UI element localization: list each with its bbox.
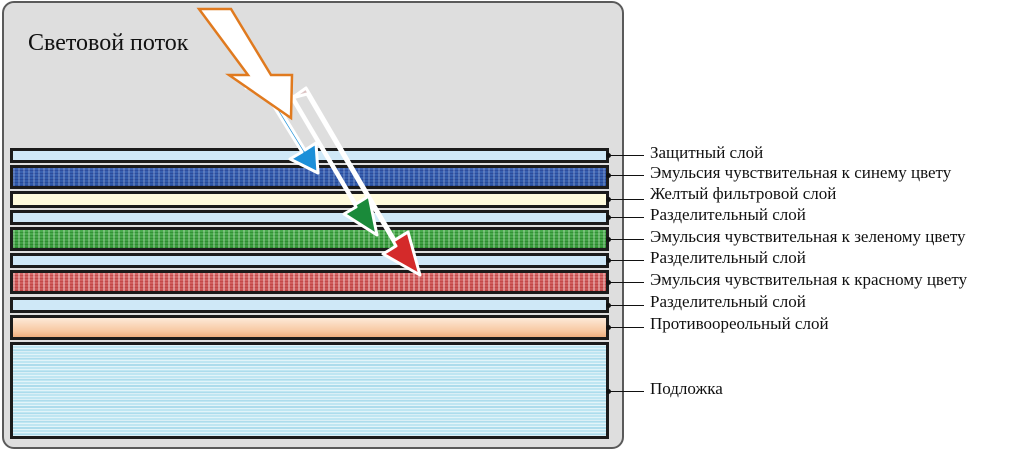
leader-dot-sep3	[606, 303, 611, 308]
layer-antihalation	[10, 315, 609, 340]
red-ray-arrow	[290, 86, 422, 277]
label-separator-2: Разделительный слой	[650, 248, 806, 267]
leader-line-sep1	[609, 217, 644, 218]
leader-line-sep2	[609, 260, 644, 261]
leader-dot-sep2	[606, 258, 611, 263]
light-flux-arrow	[196, 7, 294, 121]
leader-dot-yellow	[606, 197, 611, 202]
label-separator-3: Разделительный слой	[650, 292, 806, 311]
label-separator-1: Разделительный слой	[650, 205, 806, 224]
leader-line-antihalation	[609, 327, 644, 328]
leader-line-yellow	[609, 199, 644, 200]
leader-dot-protective	[606, 153, 611, 158]
leader-dot-green	[606, 237, 611, 242]
layer-substrate	[10, 342, 609, 439]
label-antihalation: Противоореольный слой	[650, 314, 829, 333]
leader-line-red	[609, 282, 644, 283]
leader-line-green	[609, 239, 644, 240]
leader-dot-antihalation	[606, 325, 611, 330]
leader-dot-sep1	[606, 215, 611, 220]
leader-dot-red	[606, 280, 611, 285]
leader-line-sep3	[609, 305, 644, 306]
leader-dot-blue	[606, 173, 611, 178]
leader-dot-substrate	[606, 389, 611, 394]
label-protective: Защитный слой	[650, 143, 764, 162]
light-flux-title: Световой поток	[28, 30, 189, 56]
label-substrate: Подложка	[650, 379, 723, 398]
label-yellow-filter: Желтый фильтровой слой	[650, 184, 837, 203]
leader-line-blue	[609, 175, 644, 176]
leader-line-substrate	[609, 391, 644, 392]
label-green-emulsion: Эмульсия чувствительная к зеленому цвету	[650, 227, 966, 246]
green-ray-arrow	[268, 80, 379, 237]
leader-line-protective	[609, 155, 644, 156]
label-red-emulsion: Эмульсия чувствительная к красному цвету	[650, 270, 968, 289]
label-blue-emulsion: Эмульсия чувствительная к синему цвету	[650, 163, 952, 182]
